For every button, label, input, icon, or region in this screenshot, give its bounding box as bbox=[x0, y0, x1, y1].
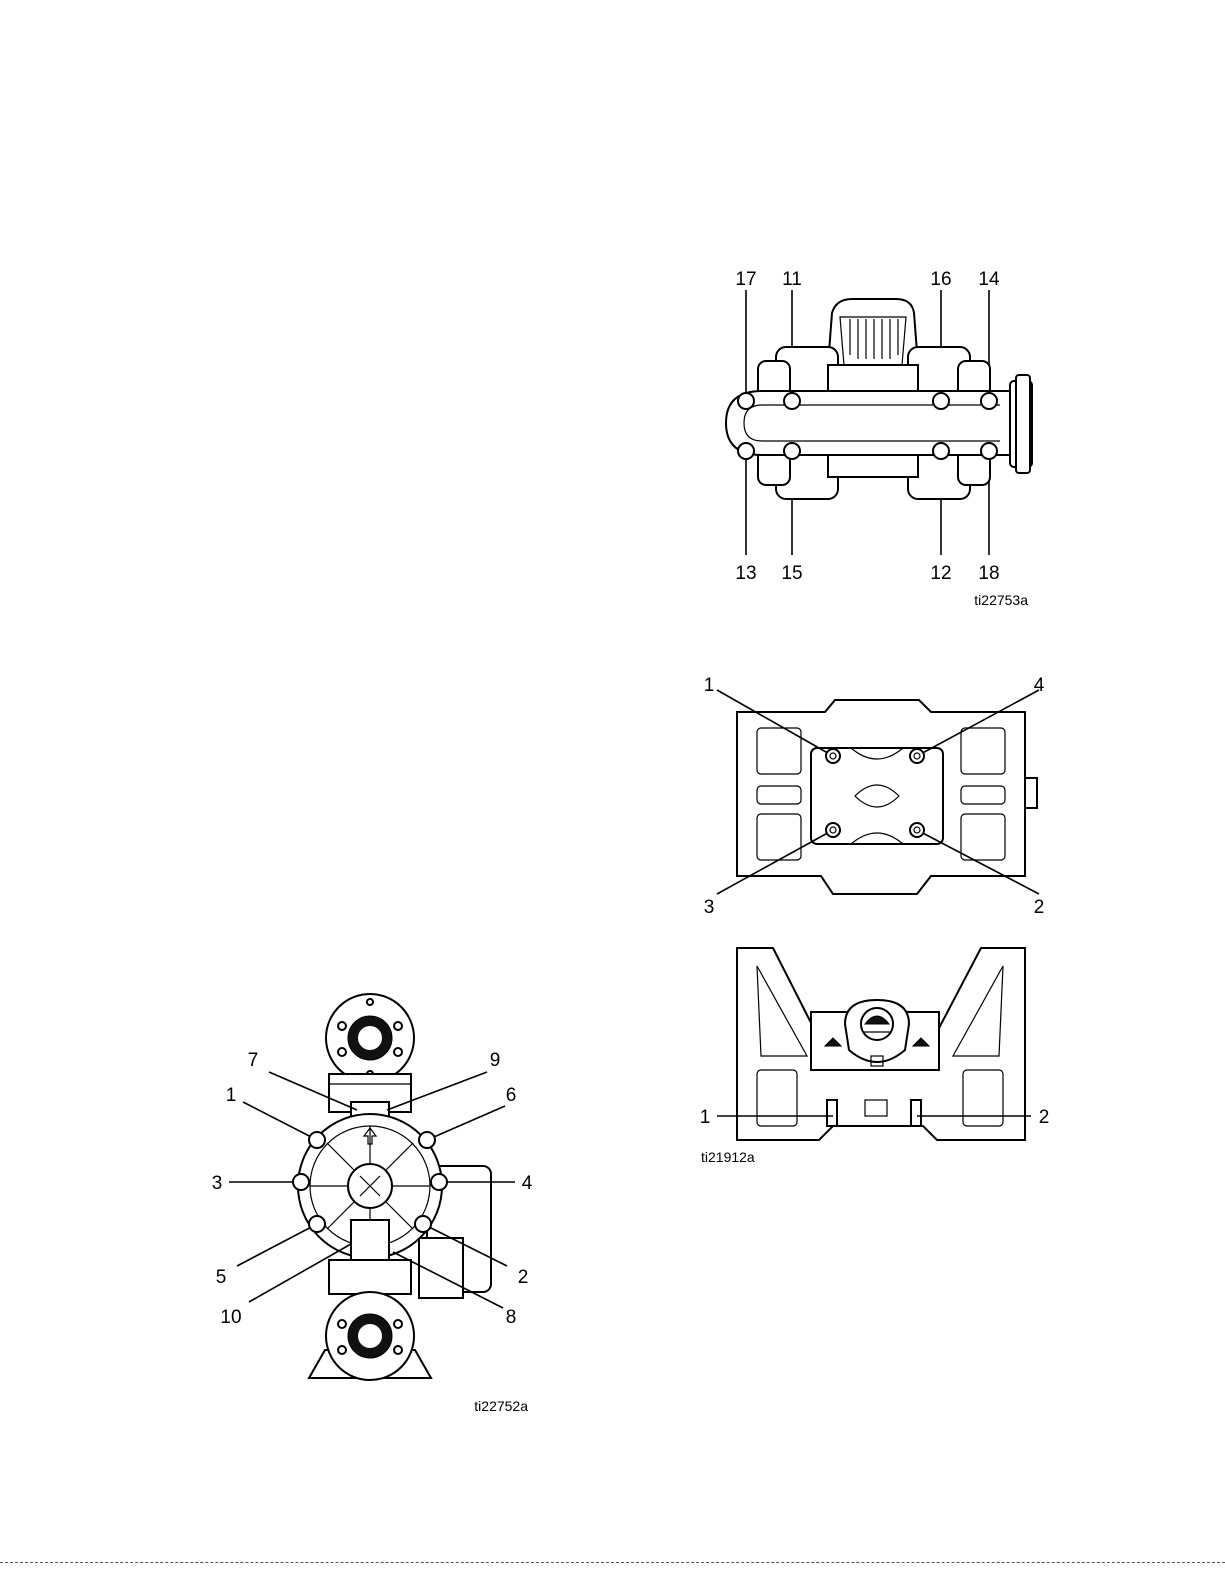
callout-18: 18 bbox=[978, 563, 999, 584]
figure-front-view: 7 9 1 6 3 4 5 2 10 8 ti22752a bbox=[205, 990, 545, 1420]
callout-13: 13 bbox=[735, 563, 756, 584]
figure-center-section-view: 1 4 3 2 bbox=[695, 670, 1065, 920]
page-bottom-rule bbox=[0, 1562, 1225, 1563]
callout-3: 3 bbox=[704, 897, 715, 918]
callout-4: 4 bbox=[1034, 675, 1045, 696]
callout-9: 9 bbox=[490, 1050, 501, 1071]
callout-11: 11 bbox=[782, 269, 802, 290]
callout-2: 2 bbox=[518, 1267, 529, 1288]
callout-2: 2 bbox=[1039, 1107, 1050, 1128]
callout-10: 10 bbox=[220, 1307, 241, 1328]
front-view-drawing: 7 9 1 6 3 4 5 2 10 8 ti22752a bbox=[205, 990, 545, 1420]
callout-5: 5 bbox=[216, 1267, 227, 1288]
callout-1: 1 bbox=[226, 1085, 237, 1106]
callout-6: 6 bbox=[506, 1085, 517, 1106]
top-view-drawing: 17 11 16 14 13 15 12 18 ti22753a bbox=[700, 255, 1080, 615]
callout-7: 7 bbox=[248, 1050, 259, 1071]
figure-center-section-rear-view: 1 2 ti21912a bbox=[695, 940, 1065, 1175]
callout-1: 1 bbox=[700, 1107, 711, 1128]
callout-14: 14 bbox=[978, 269, 1000, 290]
figure-caption: ti21912a bbox=[701, 1149, 755, 1165]
figure-caption: ti22752a bbox=[474, 1398, 528, 1414]
callout-15: 15 bbox=[781, 563, 802, 584]
callout-8: 8 bbox=[506, 1307, 517, 1328]
callout-4: 4 bbox=[522, 1173, 533, 1194]
callout-1: 1 bbox=[704, 675, 715, 696]
callout-16: 16 bbox=[930, 269, 951, 290]
callout-17: 17 bbox=[735, 269, 756, 290]
figure-top-view: 17 11 16 14 13 15 12 18 ti22753a bbox=[700, 255, 1080, 615]
figure-caption: ti22753a bbox=[974, 592, 1028, 608]
callout-3: 3 bbox=[212, 1173, 223, 1194]
center-section-drawing: 1 4 3 2 bbox=[695, 670, 1065, 920]
callout-12: 12 bbox=[930, 563, 951, 584]
center-section-rear-drawing: 1 2 ti21912a bbox=[695, 940, 1065, 1175]
callout-2: 2 bbox=[1034, 897, 1045, 918]
